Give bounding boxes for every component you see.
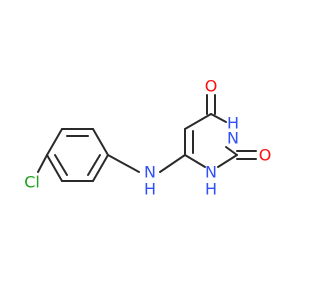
- bond-group: [37, 94, 257, 182]
- bond-c5-c4: [184, 113, 212, 130]
- bond-benzene-4: [92, 154, 109, 182]
- atom-nh-label: N: [144, 163, 156, 182]
- bond-benzene-6: [46, 154, 63, 182]
- bond-benzene-6-inner: [54, 154, 68, 176]
- bond-benzene-1: [46, 128, 63, 156]
- atom-cl-label: Cl: [24, 173, 40, 192]
- bond-c4-n3: [210, 113, 227, 123]
- bond-c2-n1: [217, 154, 238, 168]
- atom-nh-h-label: H: [144, 180, 156, 199]
- atom-n3-h-label: H: [227, 114, 239, 133]
- bond-benzene-3: [92, 128, 109, 156]
- atom-o-top-label: O: [205, 77, 218, 96]
- bond-n3-c2: [225, 146, 238, 156]
- atom-n1-h-label: H: [205, 180, 217, 199]
- atom-n1-label: N: [205, 163, 217, 182]
- bond-n1-c6: [184, 154, 206, 168]
- molecule-structure-diagram: Cl O O H N N H N H: [24, 77, 271, 199]
- bond-nh-c6: [159, 154, 186, 173]
- atom-n3-label: N: [227, 129, 239, 148]
- atom-labels: Cl O O H N N H N H: [24, 77, 271, 199]
- atom-o-right-label: O: [259, 146, 272, 165]
- bond-benzene-4-inner: [87, 154, 101, 176]
- bond-aryl-nh: [107, 154, 140, 173]
- bond-c-cl: [37, 154, 48, 173]
